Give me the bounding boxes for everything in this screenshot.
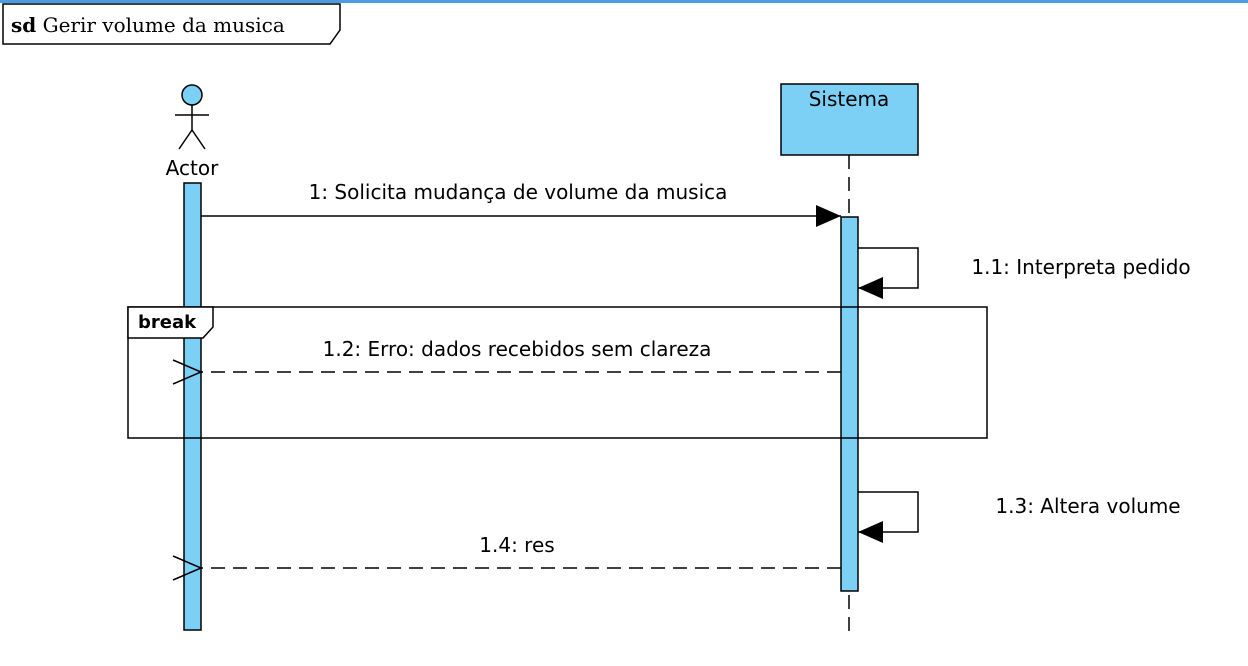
actor-label: Actor <box>166 156 219 180</box>
break-fragment-tab <box>127 306 214 339</box>
actor-icon <box>175 84 209 150</box>
sistema-label: Sistema <box>809 87 890 111</box>
message-1-2-label: 1.2: Erro: dados recebidos sem clareza <box>323 337 712 361</box>
message-1-3-label: 1.3: Altera volume <box>995 494 1180 518</box>
break-fragment[interactable]: break <box>127 306 988 439</box>
message-1-1[interactable]: 1.1: Interpreta pedido <box>858 247 1191 299</box>
message-1-3[interactable]: 1.3: Altera volume <box>858 491 1181 543</box>
actor-activation-bar <box>183 182 202 631</box>
sistema-head-box <box>780 83 919 156</box>
message-1-4-label: 1.4: res <box>479 533 554 557</box>
break-fragment-frame <box>127 306 988 439</box>
break-fragment-label: break <box>138 312 197 333</box>
message-1-3-arrow <box>858 491 919 543</box>
message-1-1-arrow <box>858 247 919 299</box>
frame-keyword: sd <box>11 13 36 37</box>
message-1-2[interactable]: 1.2: Erro: dados recebidos sem clareza <box>201 337 841 372</box>
message-1-1-label: 1.1: Interpreta pedido <box>971 255 1190 279</box>
sistema-activation-bar <box>840 216 859 592</box>
svg-text:sd Gerir volume da musica: sd Gerir volume da musica <box>11 13 285 37</box>
message-1-label: 1: Solicita mudança de volume da musica <box>309 180 728 204</box>
message-1-4[interactable]: 1.4: res <box>201 533 841 568</box>
message-1[interactable]: 1: Solicita mudança de volume da musica <box>201 180 841 227</box>
lifeline-sistema[interactable]: Sistema <box>780 83 919 633</box>
frame-title: Gerir volume da musica <box>43 13 285 37</box>
diagram-frame-tab: sd Gerir volume da musica <box>2 3 341 45</box>
lifeline-actor[interactable]: Actor <box>166 84 219 631</box>
